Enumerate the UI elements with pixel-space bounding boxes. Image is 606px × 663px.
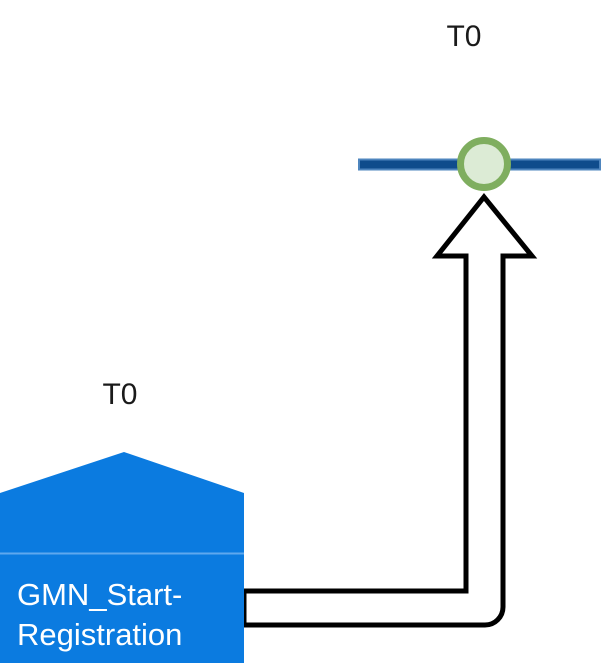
flow-arrow-group[interactable]: [241, 193, 538, 628]
start-task-label-line1: GMN_Start-: [17, 577, 182, 612]
event-node-circle[interactable]: [457, 137, 511, 191]
start-task-time-label: T0: [102, 378, 137, 411]
start-task-label-line2: Registration: [17, 617, 182, 652]
start-task-group[interactable]: GMN_Start- Registration: [0, 452, 244, 663]
flow-arrow-shape[interactable]: [241, 193, 538, 628]
start-task-shape[interactable]: [0, 452, 244, 663]
event-node-group[interactable]: [457, 137, 511, 191]
event-node-time-label: T0: [446, 20, 481, 53]
